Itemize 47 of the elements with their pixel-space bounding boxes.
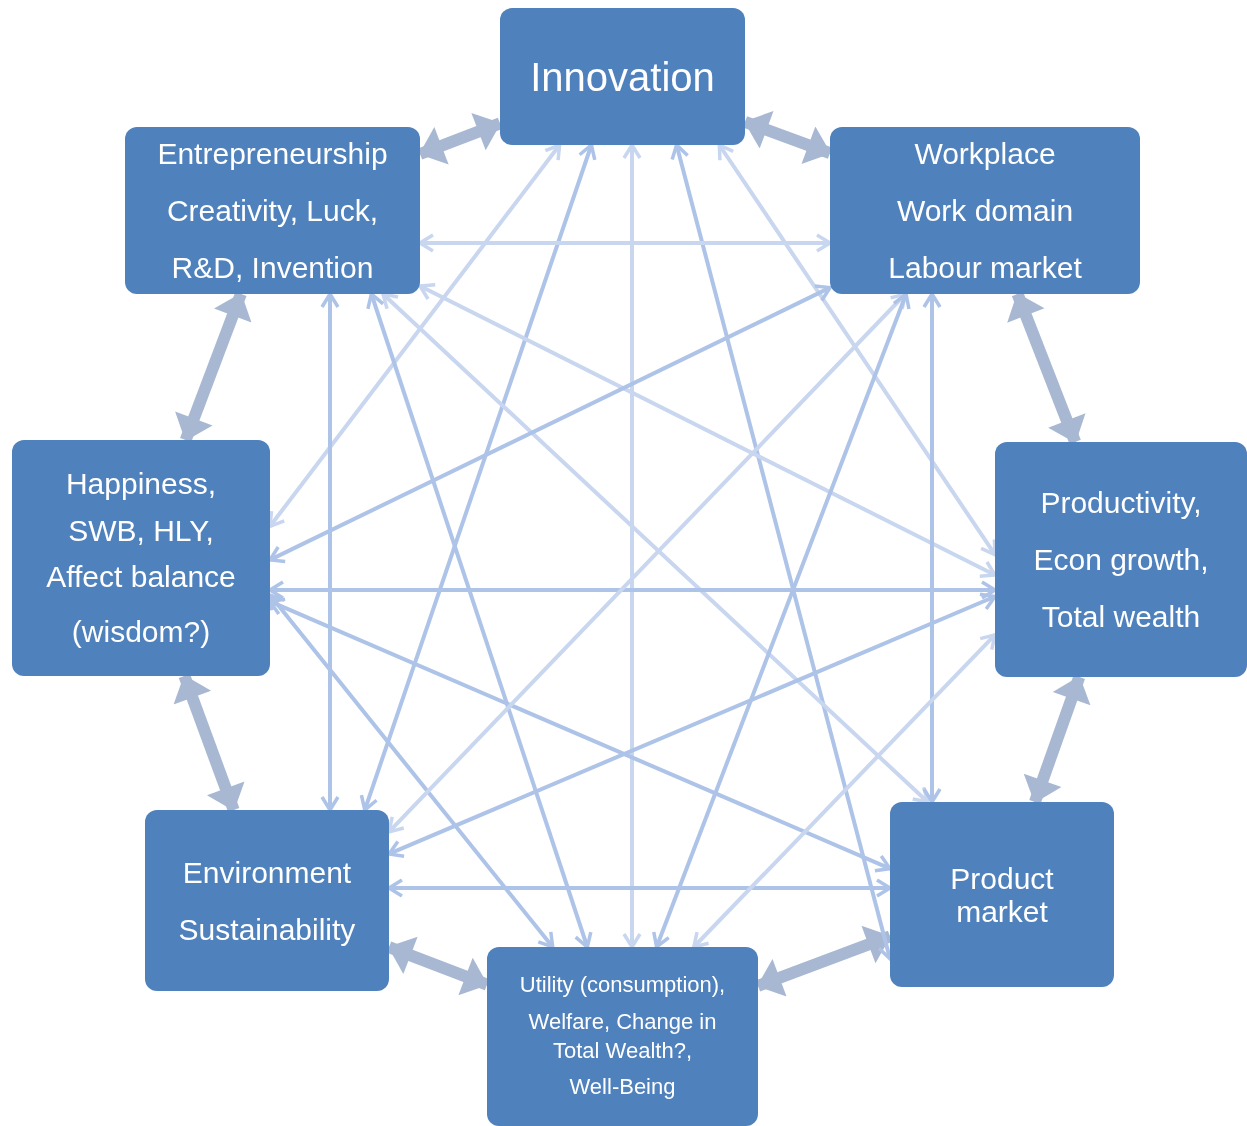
concept-box bbox=[125, 127, 420, 294]
node-text: Sustainability bbox=[178, 911, 356, 948]
concept-box bbox=[890, 802, 1114, 987]
arrow bbox=[717, 143, 997, 557]
arrow bbox=[268, 580, 997, 600]
node-text: Total wealth bbox=[1041, 599, 1201, 635]
concept-box bbox=[500, 8, 745, 145]
node-text: Work domain bbox=[896, 193, 1074, 229]
concept-box bbox=[830, 127, 1140, 294]
double-arrow bbox=[175, 291, 252, 443]
node-text: (wisdom?) bbox=[71, 613, 211, 650]
double-arrow bbox=[1007, 291, 1086, 445]
concept-box bbox=[145, 810, 389, 991]
node-text: Affect balance bbox=[46, 559, 236, 595]
node-text: Happiness, bbox=[65, 466, 217, 502]
arrow bbox=[418, 233, 832, 253]
node-text: Creativity, Luck, bbox=[166, 193, 379, 229]
node-text: SWB, HLY, bbox=[68, 512, 214, 549]
node-text: Entrepreneurship bbox=[157, 136, 388, 172]
node-text: Innovation bbox=[530, 53, 715, 101]
node-text: Environment bbox=[182, 854, 352, 891]
arrow bbox=[359, 143, 597, 812]
concept-box bbox=[995, 442, 1247, 677]
node-text: Utility (consumption), bbox=[519, 971, 726, 1000]
arrow bbox=[622, 143, 642, 949]
arrow bbox=[692, 633, 997, 949]
arrow bbox=[387, 878, 892, 898]
arrow bbox=[922, 292, 942, 804]
node-text: Productivity, bbox=[1040, 485, 1202, 521]
node-text: Welfare, Change in Total Wealth?, bbox=[527, 1007, 718, 1065]
arrow bbox=[268, 593, 555, 949]
node-text: R&D, Invention bbox=[171, 250, 374, 286]
arrow bbox=[366, 292, 593, 949]
arrow bbox=[387, 592, 997, 858]
node-text: Well-Being bbox=[569, 1073, 676, 1102]
arrow bbox=[652, 292, 911, 949]
node-text: Product market bbox=[949, 861, 1055, 928]
node-text: Labour market bbox=[888, 250, 1082, 286]
double-arrow bbox=[173, 673, 245, 813]
arrow bbox=[320, 292, 340, 812]
arrow bbox=[268, 284, 832, 564]
node-text: Econ growth, bbox=[1033, 542, 1209, 578]
node-text: Workplace bbox=[914, 136, 1056, 172]
double-arrow bbox=[1023, 675, 1091, 804]
concept-box bbox=[12, 440, 270, 676]
arrow bbox=[268, 143, 562, 529]
concept-box bbox=[487, 947, 758, 1126]
